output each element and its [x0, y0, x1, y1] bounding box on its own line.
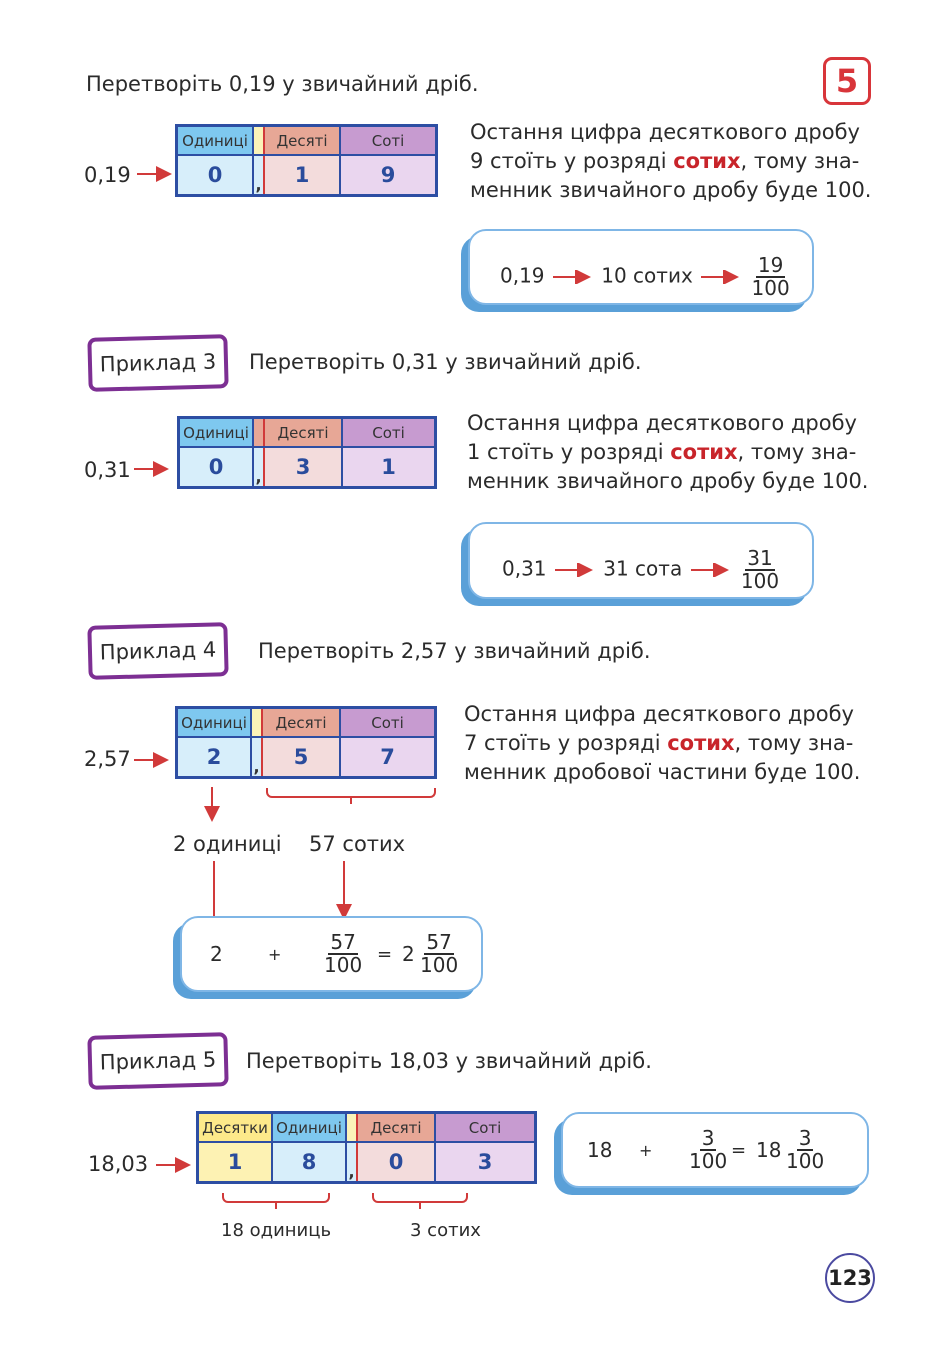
comma-column [252, 416, 265, 448]
header-tenths: Десяті [356, 1111, 436, 1143]
header-hundredths: Соті [341, 416, 437, 448]
digit-ones: 2 [175, 736, 252, 779]
result-plus: + [639, 1141, 653, 1160]
result-middle: 31 сота [603, 556, 683, 581]
part-ones-label: 2 одиниці [173, 832, 282, 856]
header-ones: Одиниці [175, 706, 252, 738]
example-3-label: Приклад 3 [87, 334, 229, 392]
ex5-number: 18,03 [88, 1152, 149, 1176]
header-hundredths: Соті [339, 706, 437, 738]
comma-column [250, 706, 263, 738]
ex3-explanation: Остання цифра десяткового дробу 1 стоїть… [467, 411, 869, 493]
place-value-table-ex4: Одиниці Десяті Соті 2 , 5 7 [175, 706, 437, 779]
page-number: 123 [825, 1253, 875, 1303]
comma-column [252, 124, 265, 156]
header-tens: Десятки [196, 1111, 273, 1143]
arrow-right-icon [156, 1157, 191, 1173]
digit-ones: 0 [175, 154, 254, 197]
header-hundredths: Соті [434, 1111, 537, 1143]
result-plus: + [268, 945, 282, 964]
chapter-badge: 5 [823, 57, 871, 105]
ex4-number: 2,57 [84, 747, 131, 771]
brace-fractional-part [266, 788, 436, 798]
digit-tenths: 3 [263, 446, 343, 489]
result-mixed-whole: 18 [756, 1138, 782, 1162]
arrow-down-icon [204, 787, 220, 822]
header-ones: Одиниці [271, 1111, 347, 1143]
result-equals: = [731, 1140, 747, 1161]
result-whole: 18 [587, 1138, 613, 1162]
digit-hundredths: 9 [339, 154, 438, 197]
brace-whole-part [222, 1193, 330, 1203]
digit-hundredths: 3 [434, 1141, 537, 1184]
digit-tenths: 5 [261, 736, 341, 779]
brace-left-label: 18 одиниць [221, 1220, 332, 1241]
part-hundredths-label: 57 сотих [309, 832, 406, 856]
arrow-right-icon [701, 269, 740, 285]
ex2-explanation: Остання цифра десяткового дробу 9 стоїть… [470, 120, 872, 202]
digit-ones: 0 [177, 446, 254, 489]
ex3-number: 0,31 [84, 458, 131, 482]
comma: , [252, 446, 265, 489]
arrow-down-icon [336, 861, 352, 920]
result-mixed-whole: 2 [402, 942, 415, 966]
place-value-table-ex5: Десятки Одиниці Десяті Соті 1 8 , 0 3 [196, 1111, 537, 1184]
comma-column [345, 1111, 358, 1143]
result-from: 0,31 [502, 556, 547, 581]
brace-right-label: 3 сотих [410, 1220, 481, 1241]
result-from: 0,19 [500, 263, 545, 288]
digit-tens: 1 [196, 1141, 273, 1184]
comma: , [345, 1141, 358, 1184]
comma: , [250, 736, 263, 779]
ex4-explanation: Остання цифра десяткового дробу 7 стоїть… [464, 702, 861, 784]
header-hundredths: Соті [339, 124, 438, 156]
header-ones: Одиниці [175, 124, 254, 156]
ex5-task: Перетворіть 18,03 у звичайний дріб. [246, 1049, 652, 1073]
brace-hundredths [372, 1193, 468, 1203]
example-5-label: Приклад 5 [87, 1032, 229, 1090]
digit-tenths: 0 [356, 1141, 436, 1184]
arrow-right-icon [137, 166, 172, 182]
arrow-right-icon [554, 562, 593, 578]
result-middle: 10 сотих [601, 263, 693, 288]
place-value-table-ex3: Одиниці Десяті Соті 0 , 3 1 [177, 416, 437, 489]
header-tenths: Десяті [263, 124, 341, 156]
digit-ones: 8 [271, 1141, 347, 1184]
digit-tenths: 1 [263, 154, 341, 197]
arrow-right-icon [690, 562, 729, 578]
place-value-table-ex2: Одиниці Десяті Соті 0 , 1 9 [175, 124, 438, 197]
arrow-right-icon [134, 752, 169, 768]
header-tenths: Десяті [261, 706, 341, 738]
comma: , [252, 154, 265, 197]
arrow-right-icon [134, 461, 169, 477]
ex2-task: Перетворіть 0,19 у звичайний дріб. [86, 72, 479, 96]
digit-hundredths: 1 [341, 446, 437, 489]
result-equals: = [377, 944, 393, 965]
example-4-label: Приклад 4 [87, 622, 229, 680]
header-tenths: Десяті [263, 416, 343, 448]
header-ones: Одиниці [177, 416, 254, 448]
digit-hundredths: 7 [339, 736, 437, 779]
ex2-number: 0,19 [84, 163, 131, 187]
ex3-task: Перетворіть 0,31 у звичайний дріб. [249, 350, 642, 374]
ex4-task: Перетворіть 2,57 у звичайний дріб. [258, 639, 651, 663]
result-whole: 2 [210, 942, 223, 966]
arrow-right-icon [552, 269, 591, 285]
